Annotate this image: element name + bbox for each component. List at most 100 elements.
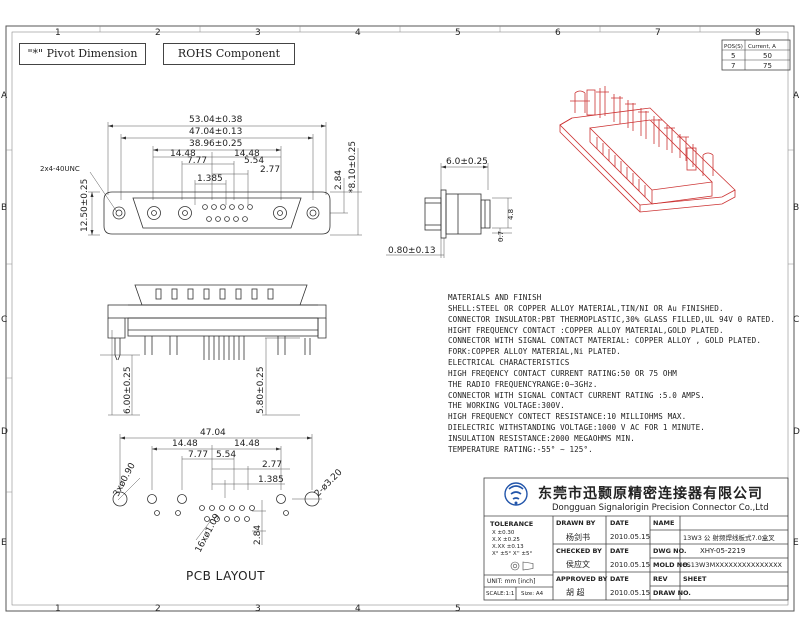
zone-label-top: 2	[155, 28, 161, 38]
pcb-right-hole: 2-ø3.20	[313, 467, 345, 499]
note-line: ELECTRICAL CHARACTERISTICS	[448, 358, 570, 368]
zone-label-right: B	[793, 203, 799, 213]
dim-side-right-b: 0.7	[497, 231, 505, 242]
mold-label: MOLD NO.	[653, 561, 691, 569]
dim-lower-right: 5.80±0.25	[256, 366, 266, 414]
dwg-label: DWG NO.	[653, 547, 687, 555]
pcb-layout	[112, 434, 322, 545]
name-value: 13W3 公 射频焊线板式7.0盒叉	[683, 534, 775, 542]
table-cell: 7	[731, 62, 735, 70]
dim-lower-left: 6.00±0.25	[123, 366, 133, 414]
company-name-en: Dongguan Signalorigin Precision Connecto…	[552, 503, 769, 513]
drawn-by-name: 杨剑书	[566, 533, 590, 542]
pcb-pin-holes: 16xø1.09	[194, 512, 223, 554]
zone-label-bottom: 1	[55, 604, 61, 614]
date-value: 2010.05.15	[610, 561, 651, 569]
zone-label-left: D	[1, 427, 8, 437]
checked-by-name: 侯应文	[566, 560, 590, 569]
pcb-layout-title: PCB LAYOUT	[186, 569, 265, 583]
draw-no-label: DRAW NO.	[653, 589, 691, 597]
unit-label: UNIT: mm [inch]	[487, 578, 536, 585]
zone-label-top: 3	[255, 28, 261, 38]
name-label: NAME	[653, 519, 675, 527]
dim-side-flange: 0.80±0.13	[388, 246, 436, 256]
zone-label-top: 7	[655, 28, 661, 38]
pcb-dim-height: 2.84	[253, 525, 263, 545]
pcb-dim-pitch-a: 7.77	[188, 450, 208, 460]
dim-overall-width: 53.04±0.38	[189, 115, 243, 125]
lower-view	[100, 284, 327, 416]
note-line: HIGHT FREQUENCY CONTACT :COPPER ALLOY MA…	[448, 325, 724, 335]
tolerance-row: X.XX ±0.13	[492, 544, 524, 550]
company-logo	[504, 482, 528, 506]
zone-label-top: 6	[555, 28, 561, 38]
dim-side-right-a: 4.8	[507, 209, 515, 220]
title-block	[483, 477, 789, 601]
connector-3d-view	[559, 86, 736, 213]
note-line: THE WORKING VOLTAGE:300V.	[448, 401, 565, 411]
note-line: TEMPERATURE RATING:-55° ~ 125°.	[448, 444, 593, 454]
note-line: HIGH FREQUENCY CONTECT RESISTANCE:10 MIL…	[448, 412, 687, 422]
checked-by-label: CHECKED BY	[556, 547, 602, 555]
note-line: FORK:COPPER ALLOY MATERIAL,Ni PLATED.	[448, 347, 621, 357]
pin-current-table: POS(S) Current, A 5 50 7 75	[721, 39, 791, 71]
note-line: CONNECTOR INSULATOR:PBT THERMOPLASTIC,30…	[448, 314, 776, 324]
zone-label-right: C	[793, 315, 799, 325]
side-view	[386, 163, 512, 258]
zone-label-top: 1	[55, 28, 61, 38]
tolerance-row: X.X ±0.25	[492, 537, 520, 543]
dim-right-span: 14.48	[234, 149, 260, 159]
zone-label-right: D	[793, 427, 800, 437]
company-name-cn: 东莞市迅颢原精密连接器有限公司	[538, 486, 763, 502]
dim-side-depth: 6.0±0.25	[446, 157, 488, 167]
mold-value: FS13W3MXXXXXXXXXXXXXXX	[683, 561, 782, 569]
note-line: THE RADIO FREQUENCYRANGE:0~3GHz.	[448, 379, 598, 389]
zone-label-bottom: 3	[255, 604, 261, 614]
tolerance-row: X° ±5° X'' ±5°	[492, 551, 533, 557]
size-label: Size: A4	[521, 591, 544, 597]
zone-label-bottom: 4	[355, 604, 361, 614]
zone-label-left: B	[1, 203, 7, 213]
zone-label-top: 8	[755, 28, 761, 38]
table-cell: 75	[763, 62, 772, 70]
pcb-dim-pitch-c: 2.77	[262, 460, 282, 470]
drawn-by-label: DRAWN BY	[556, 519, 596, 527]
date-label: DATE	[610, 519, 629, 527]
note-line: SHELL:STEEL OR COPPER ALLOY MATERIAL,TIN…	[448, 303, 724, 313]
zone-label-left: C	[1, 315, 7, 325]
pcb-dim-left: 14.48	[172, 439, 198, 449]
dim-body-width: 38.96±0.25	[189, 139, 242, 149]
note-line: MATERIALS AND FINISH	[448, 293, 542, 302]
thread-callout: 2x4-40UNC	[40, 165, 80, 173]
date-label: DATE	[610, 575, 629, 583]
table-cell: 50	[763, 52, 772, 60]
zone-label-top: 5	[455, 28, 461, 38]
zone-label-left: A	[1, 91, 8, 101]
rohs-tag: ROHS Component	[163, 43, 295, 65]
date-value: 2010.05.15	[610, 533, 651, 541]
date-label: DATE	[610, 547, 629, 555]
note-line: HIGH FREQENCY CONTACT CURRENT RATING:50 …	[448, 368, 677, 378]
dim-right-a: 2.84	[334, 170, 344, 190]
projection-symbol-icon	[510, 561, 534, 571]
dim-hole-spacing: 47.04±0.13	[189, 127, 242, 137]
dwg-value: XHY-05-2219	[700, 547, 746, 555]
dim-pitch-d: 1.385	[197, 174, 223, 184]
pcb-dim-right: 14.48	[234, 439, 260, 449]
date-value: 2010.05.15	[610, 589, 651, 597]
spec-notes: MATERIALS AND FINISH SHELL:STEEL OR COPP…	[448, 293, 793, 456]
tolerance-title: TOLERANCE	[490, 520, 534, 528]
pcb-dim-width: 47.04	[200, 428, 226, 438]
rev-label: REV	[653, 575, 668, 583]
zone-label-bottom: 2	[155, 604, 161, 614]
note-line: INSULATION RESISTANCE:2000 MEGAOHMS MIN.	[448, 433, 635, 443]
zone-label-bottom: 5	[455, 604, 461, 614]
zone-label-left: E	[1, 538, 7, 548]
note-line: DIELECTRIC WITHSTANDING VOLTAGE:1000 V A…	[448, 423, 705, 433]
dim-right-b: *8.10±0.25	[348, 141, 358, 193]
tolerance-row: X ±0.30	[492, 530, 515, 536]
approved-by-name: 胡 超	[566, 588, 585, 597]
dim-left-span: 14.48	[170, 149, 196, 159]
